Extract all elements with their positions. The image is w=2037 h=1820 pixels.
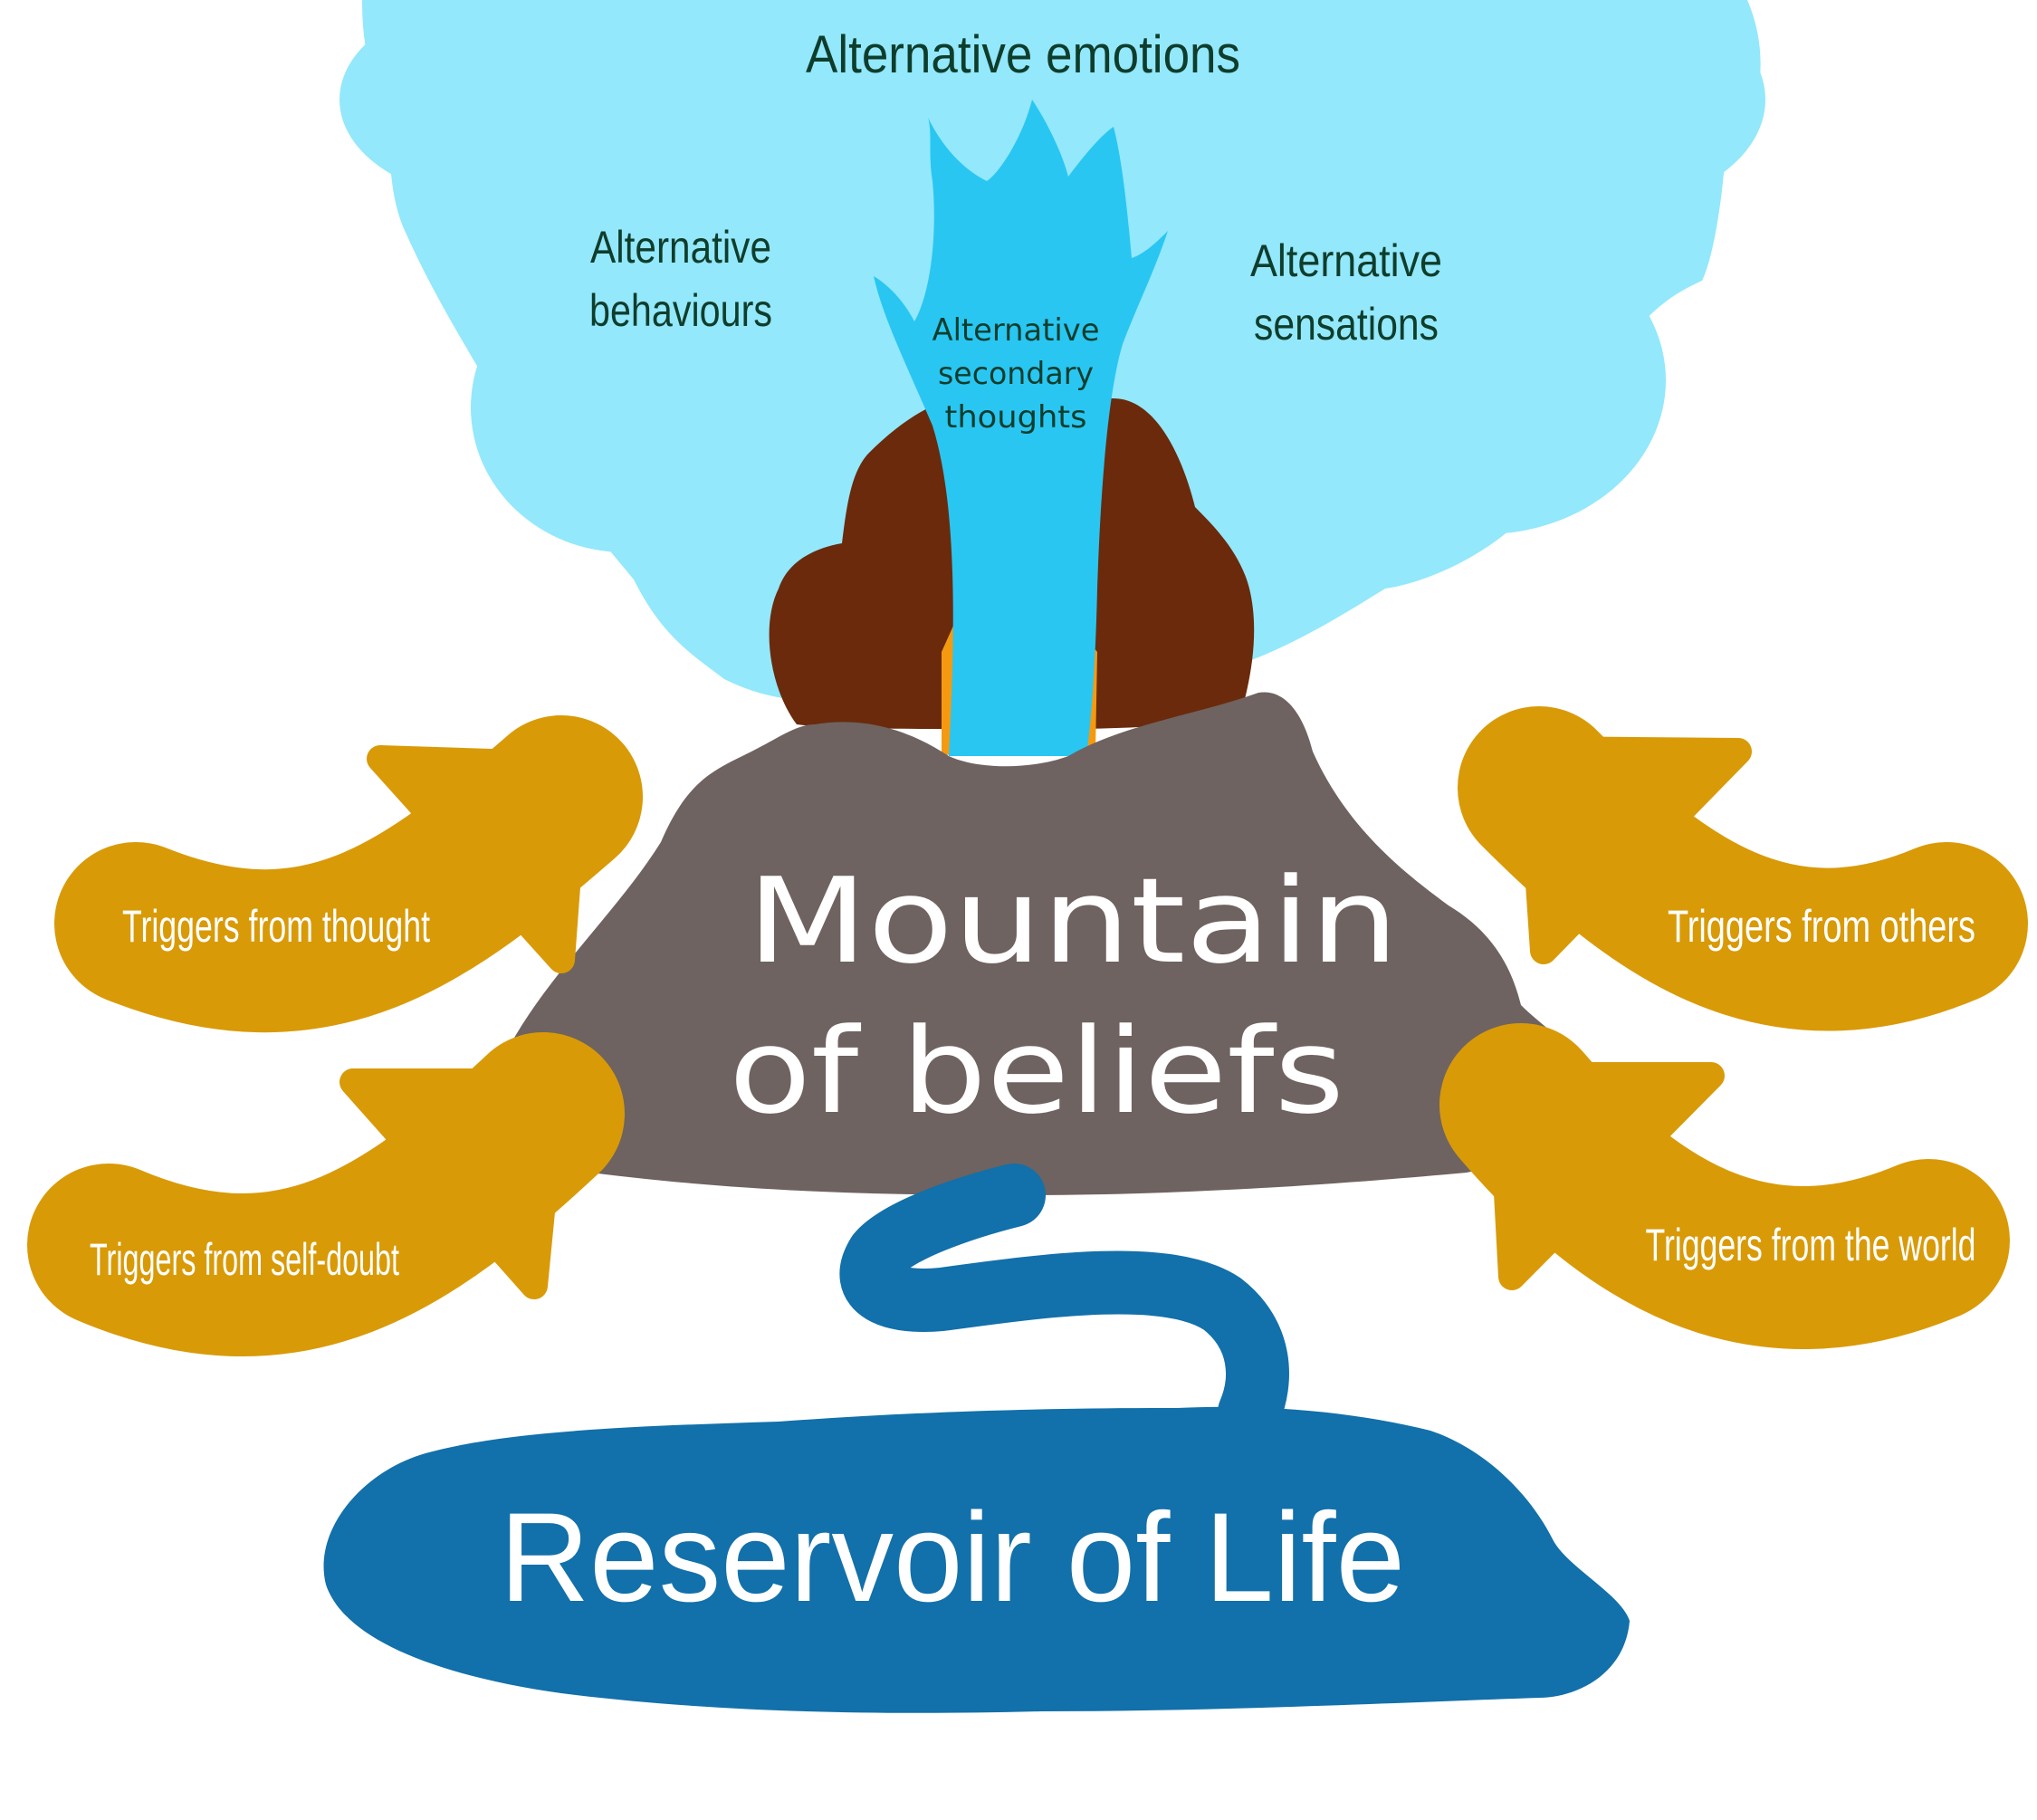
river bbox=[839, 1164, 1289, 1444]
trigger-arrows bbox=[27, 706, 2028, 1356]
arrow-others-head bbox=[1516, 736, 1752, 964]
arrow-thought-head bbox=[367, 745, 589, 973]
arrow-triggers-others bbox=[1458, 706, 2028, 1031]
arrow-triggers-world bbox=[1439, 1023, 2010, 1349]
label-triggers-others: Triggers from others bbox=[1668, 901, 1975, 952]
label-mountain-1: Mountain bbox=[747, 852, 1399, 990]
reservoir bbox=[323, 1406, 1630, 1713]
mountain bbox=[502, 692, 1580, 1195]
cloud-puff-right bbox=[1439, 0, 1765, 208]
cloud-puff-lowleft bbox=[471, 263, 779, 552]
label-alternative-behaviours-1: Alternative bbox=[590, 222, 771, 273]
label-alternative-emotions: Alternative emotions bbox=[806, 25, 1240, 84]
label-alternative-sensations-2: sensations bbox=[1254, 299, 1439, 350]
label-reservoir: Reservoir of Life bbox=[500, 1486, 1405, 1628]
label-triggers-self-doubt: Triggers from self-doubt bbox=[90, 1234, 399, 1285]
label-triggers-thought: Triggers from thought bbox=[122, 901, 430, 952]
arrow-triggers-self-doubt bbox=[27, 1032, 625, 1356]
label-geyser-2: secondary bbox=[938, 356, 1094, 392]
arrow-triggers-thought bbox=[54, 715, 643, 1033]
label-alternative-behaviours-2: behaviours bbox=[589, 285, 772, 336]
cloud-puff-lowright bbox=[1304, 226, 1666, 534]
cloud-puff-left bbox=[340, 0, 647, 199]
label-geyser-1: Alternative bbox=[932, 312, 1100, 349]
label-triggers-world: Triggers from the world bbox=[1646, 1220, 1976, 1270]
label-mountain-2: of beliefs bbox=[729, 1002, 1344, 1140]
label-geyser-3: thoughts bbox=[945, 399, 1087, 436]
arrow-world-head bbox=[1487, 1062, 1725, 1290]
arrow-self-doubt-head bbox=[340, 1068, 568, 1299]
label-alternative-sensations-1: Alternative bbox=[1250, 235, 1442, 286]
geyser bbox=[874, 100, 1168, 756]
